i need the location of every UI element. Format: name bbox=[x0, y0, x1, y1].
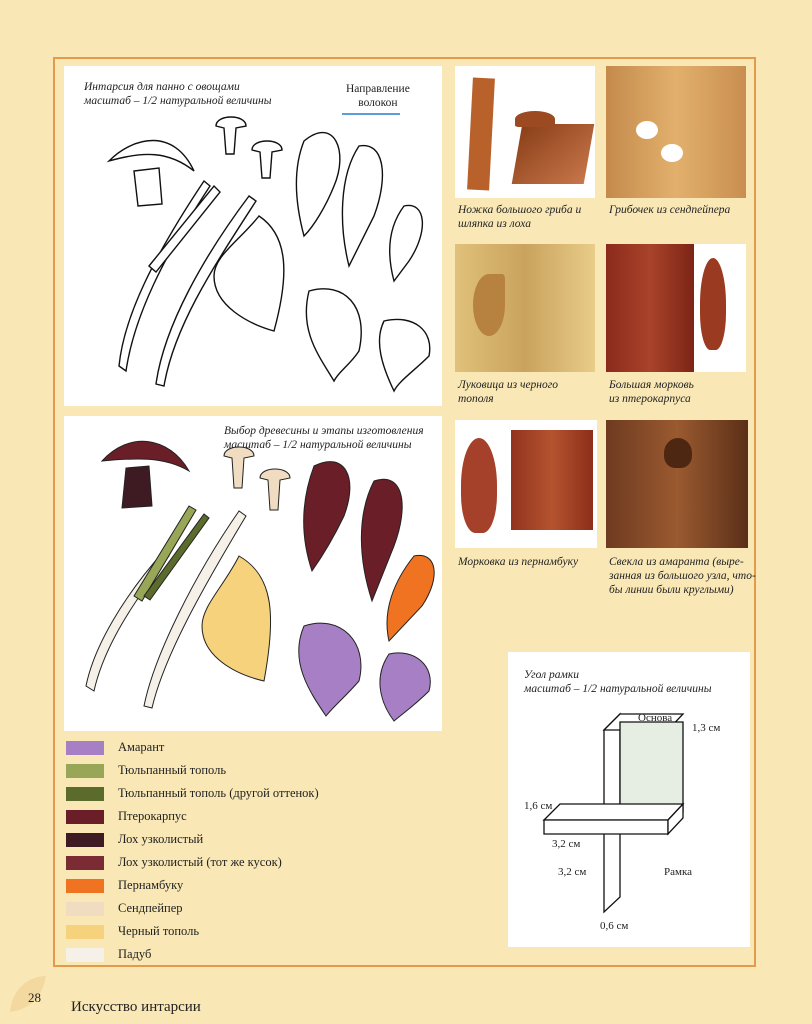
grain-direction-label: Направление волокон bbox=[346, 83, 410, 109]
carrot-outline-3 bbox=[389, 204, 423, 283]
dim-3-2-b: 3,2 см bbox=[558, 866, 587, 878]
legend-row: Тюльпанный тополь bbox=[66, 759, 366, 782]
onion-leaf-outline-3 bbox=[155, 195, 257, 387]
photo-big-carrot bbox=[606, 244, 746, 372]
carrot-outline-2 bbox=[341, 144, 384, 269]
photo-beet bbox=[606, 420, 748, 548]
legend-swatch bbox=[66, 763, 104, 778]
legend-label: Птерокарпус bbox=[118, 809, 187, 823]
color-panel: Выбор древесины и этапы изготовления мас… bbox=[64, 416, 442, 731]
label-frame: Рамка bbox=[664, 866, 693, 878]
pattern-title-line1: Интарсия для панно с овощами bbox=[84, 81, 240, 93]
legend-label: Тюльпанный тополь bbox=[118, 763, 227, 777]
legend-swatch bbox=[66, 924, 104, 939]
onion-leaf-outline-2 bbox=[148, 184, 221, 274]
legend-swatch bbox=[66, 786, 104, 801]
beet-outline-2 bbox=[378, 318, 431, 393]
frame-corner-title: Угол рамки масштаб – 1/2 натуральной вел… bbox=[524, 669, 712, 695]
legend-row: Лох узколистый bbox=[66, 828, 366, 851]
page-number: 28 bbox=[28, 990, 41, 1005]
legend-swatch bbox=[66, 878, 104, 893]
pattern-drawing bbox=[106, 113, 431, 393]
legend-row: Тюльпанный тополь (другой оттенок) bbox=[66, 782, 366, 805]
dim-0-6: 0,6 см bbox=[600, 920, 629, 932]
dim-1-6: 1,6 см bbox=[524, 800, 553, 812]
dim-1-3: 1,3 см bbox=[692, 722, 721, 734]
caption-small-carrot: Морковка из пернамбуку bbox=[458, 556, 579, 568]
pattern-title: Интарсия для панно с овощами масштаб – 1… bbox=[84, 80, 272, 108]
carrot-outline-1 bbox=[295, 132, 341, 238]
photo-onion bbox=[455, 244, 595, 372]
beet-outline-1 bbox=[305, 288, 362, 383]
onion-leaf-outline-1 bbox=[118, 179, 211, 373]
legend-label: Лох узколистый (тот же кусок) bbox=[118, 855, 282, 869]
onion-bulb-outline bbox=[213, 215, 285, 332]
small-mushroom-outline-1 bbox=[215, 116, 247, 155]
mushroom-cap-outline bbox=[106, 139, 195, 172]
legend-label: Падуб bbox=[118, 947, 152, 961]
legend-swatch bbox=[66, 809, 104, 824]
page-frame bbox=[53, 57, 756, 967]
leaf-icon bbox=[10, 976, 46, 1012]
frame-corner-panel: Угол рамки масштаб – 1/2 натуральной вел… bbox=[508, 652, 750, 947]
label-base: Основа bbox=[638, 712, 673, 724]
legend-swatch bbox=[66, 855, 104, 870]
photo-small-mushroom bbox=[606, 66, 746, 198]
caption-beet: Свекла из амаранта (выре-занная из больш… bbox=[609, 556, 756, 596]
legend-row: Падуб bbox=[66, 943, 366, 966]
legend-label: Тюльпанный тополь (другой оттенок) bbox=[118, 786, 319, 800]
legend-label: Пернамбуку bbox=[118, 878, 184, 892]
photo-mushroom-stem bbox=[455, 66, 595, 198]
legend-swatch bbox=[66, 832, 104, 847]
stem-outline bbox=[133, 167, 163, 207]
legend-row: Сендпейпер bbox=[66, 897, 366, 920]
dim-3-2-a: 3,2 см bbox=[552, 838, 581, 850]
legend-label: Лох узколистый bbox=[118, 832, 204, 846]
legend-label: Амарант bbox=[118, 740, 165, 754]
legend-row: Амарант bbox=[66, 736, 366, 759]
frame-corner-drawing bbox=[542, 712, 685, 914]
legend-label: Сендпейпер bbox=[118, 901, 183, 915]
pattern-title-line2: масштаб – 1/2 натуральной величины bbox=[84, 95, 272, 107]
caption-small-mushroom: Грибочек из сендпейпера bbox=[609, 204, 731, 216]
photo-small-carrot bbox=[455, 420, 597, 548]
legend-swatch bbox=[66, 901, 104, 916]
pattern-panel: Интарсия для панно с овощами масштаб – 1… bbox=[64, 66, 442, 406]
legend-row: Птерокарпус bbox=[66, 805, 366, 828]
small-mushroom-outline-2 bbox=[251, 140, 283, 179]
legend-swatch bbox=[66, 947, 104, 962]
legend-row: Черный тополь bbox=[66, 920, 366, 943]
legend-row: Пернамбуку bbox=[66, 874, 366, 897]
color-drawing bbox=[85, 440, 435, 722]
legend-row: Лох узколистый (тот же кусок) bbox=[66, 851, 366, 874]
book-title: Искусство интарсии bbox=[71, 999, 201, 1015]
legend-swatch bbox=[66, 740, 104, 755]
legend-label: Черный тополь bbox=[118, 924, 200, 938]
